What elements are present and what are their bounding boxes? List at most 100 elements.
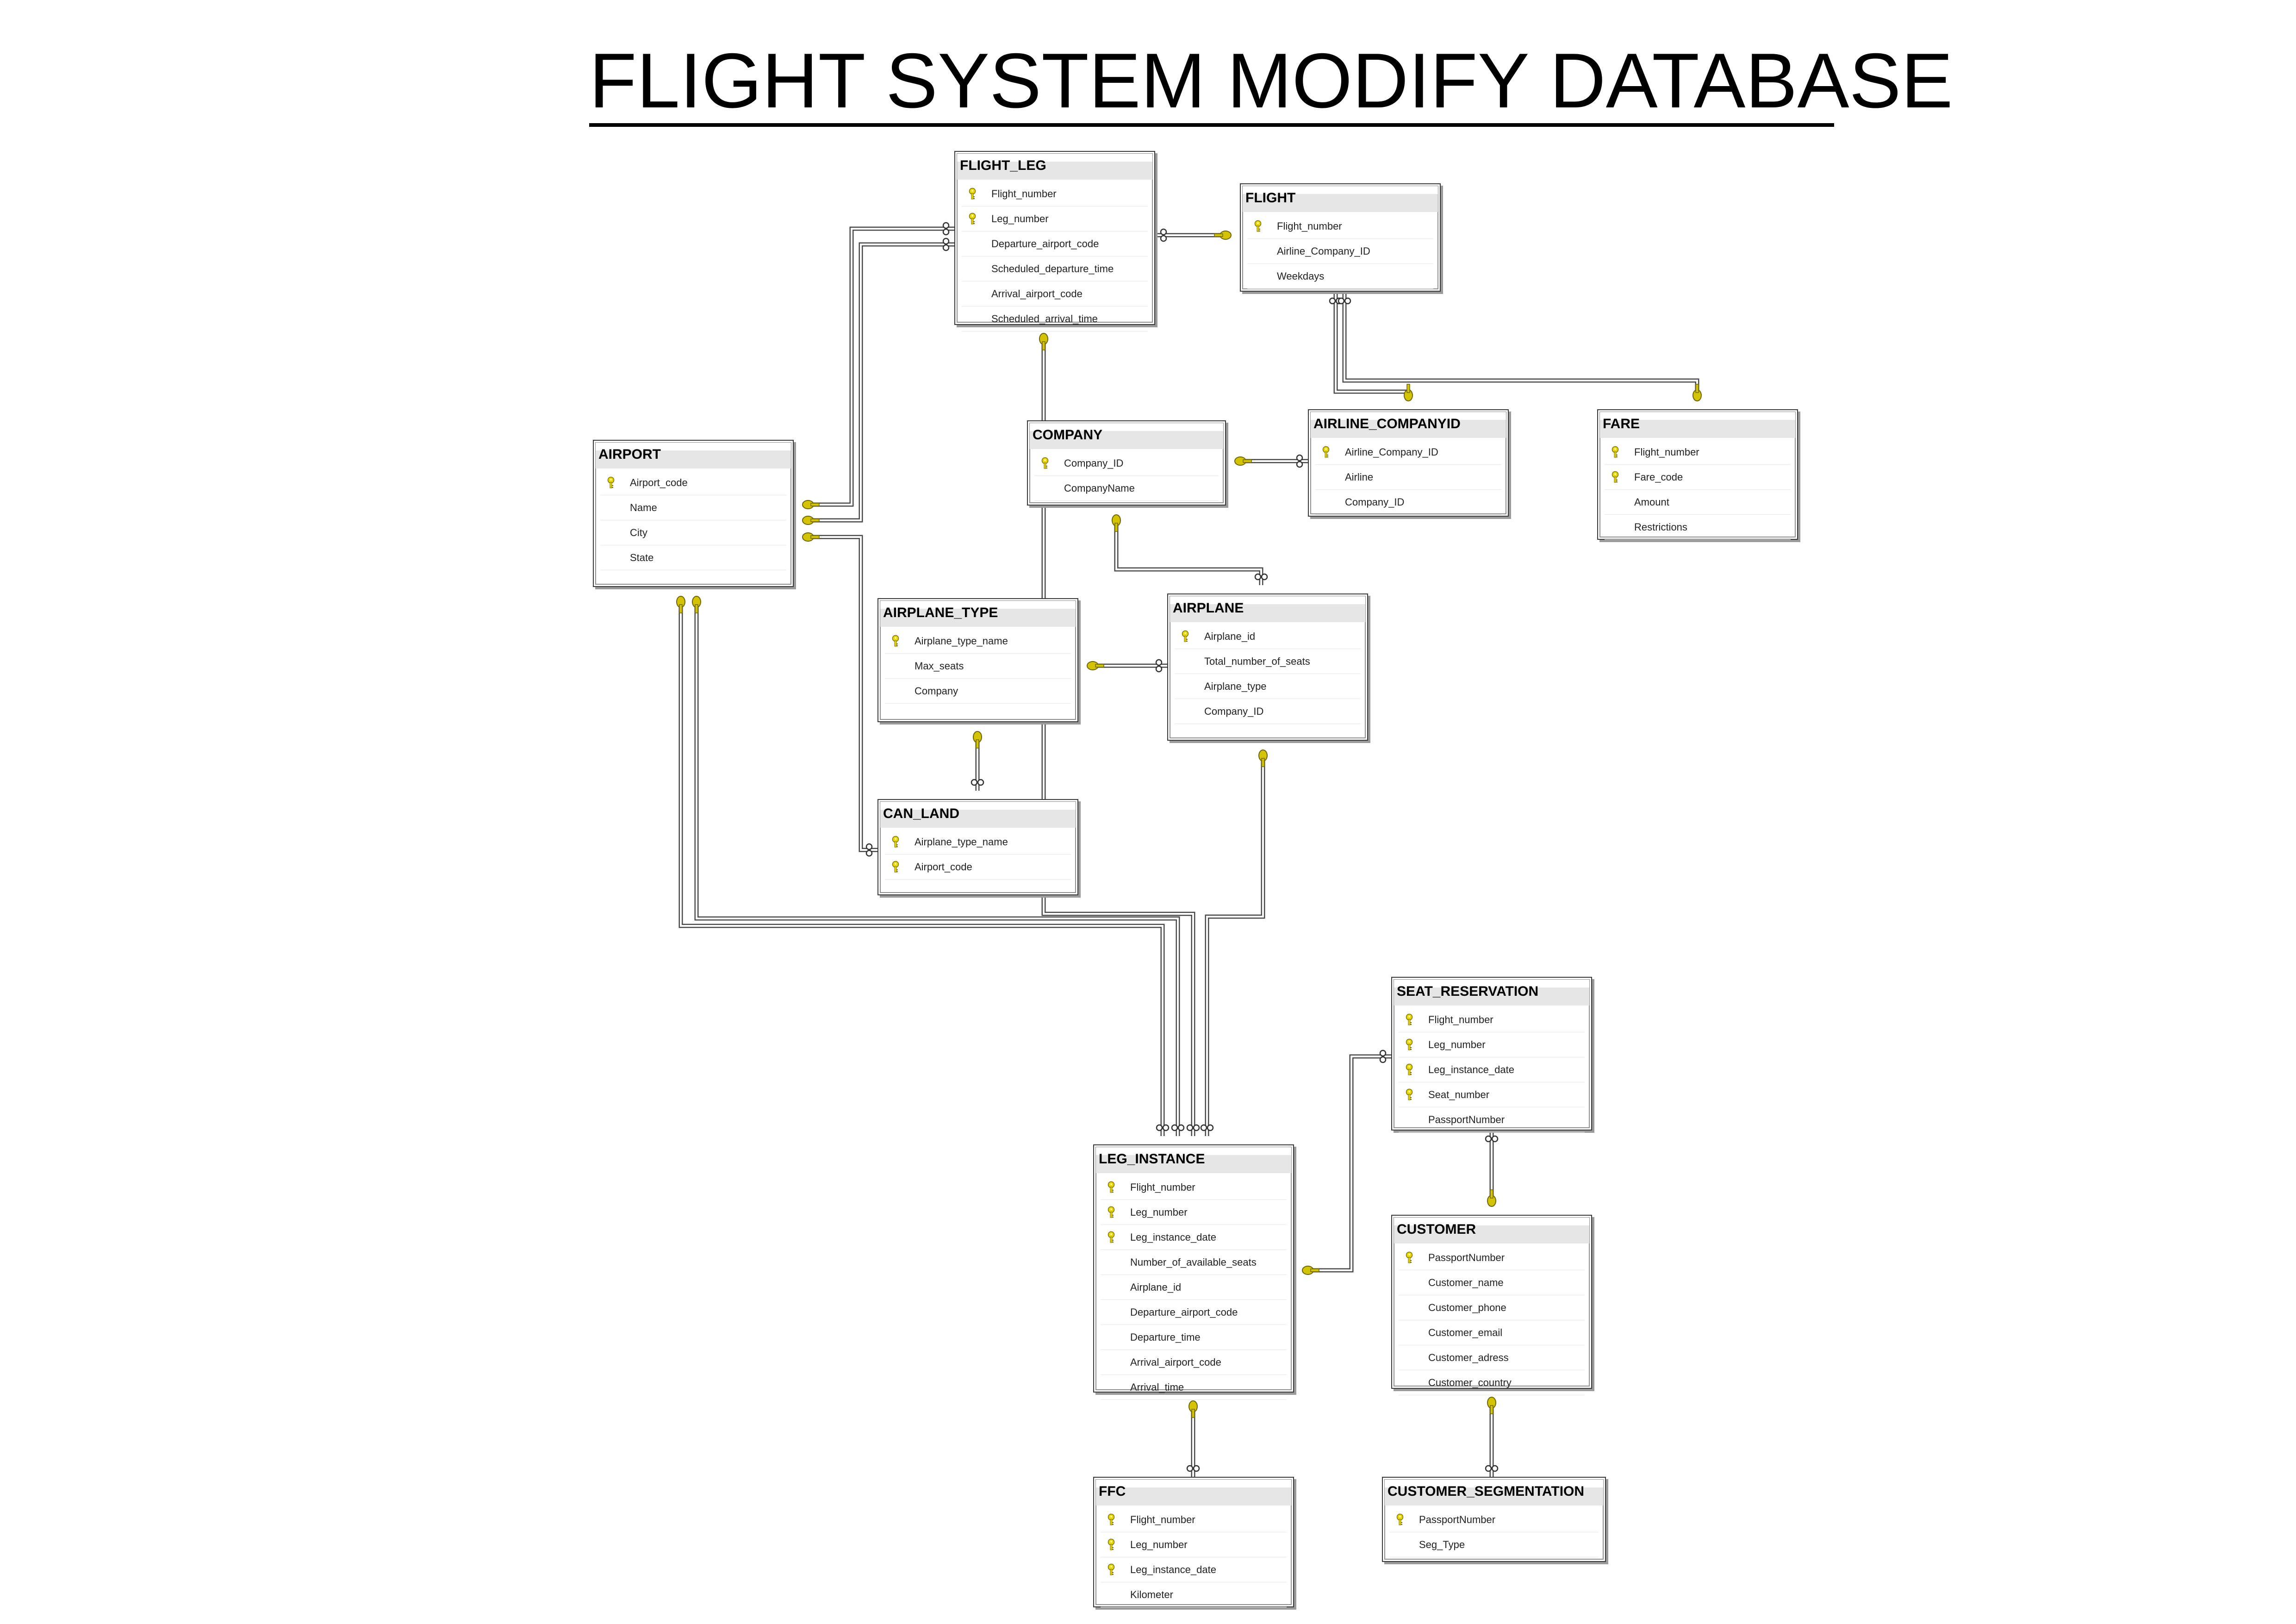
- column-row[interactable]: Arrival_time: [1101, 1375, 1287, 1400]
- column-row[interactable]: Airport_code: [600, 470, 786, 495]
- column-row[interactable]: Company_ID: [1175, 699, 1361, 724]
- column-row[interactable]: City: [600, 520, 786, 545]
- column-row[interactable]: Customer_email: [1399, 1320, 1585, 1345]
- column-row[interactable]: Customer_name: [1399, 1270, 1585, 1295]
- column-row[interactable]: Airport_code: [885, 855, 1071, 880]
- column-row[interactable]: Customer_adress: [1399, 1345, 1585, 1370]
- column-row[interactable]: PassportNumber: [1389, 1507, 1599, 1532]
- column-row[interactable]: Airplane_type: [1175, 674, 1361, 699]
- column-name: Weekdays: [1277, 270, 1325, 282]
- column-row[interactable]: Flight_number: [1399, 1007, 1585, 1032]
- column-row[interactable]: Leg_instance_date: [1399, 1057, 1585, 1082]
- column-row[interactable]: Leg_instance_date: [1101, 1225, 1287, 1250]
- column-row[interactable]: Arrival_airport_code: [962, 281, 1148, 306]
- column-row[interactable]: Name: [600, 495, 786, 520]
- column-row[interactable]: Flight_number: [1101, 1507, 1287, 1532]
- many-cardinality-icon: [1200, 1124, 1207, 1131]
- column-row[interactable]: Company_ID: [1034, 451, 1219, 476]
- column-row[interactable]: PassportNumber: [1399, 1107, 1585, 1132]
- column-row[interactable]: Airline_Company_ID: [1247, 239, 1433, 264]
- column-row[interactable]: Weekdays: [1247, 264, 1433, 289]
- column-icon-slot: [1034, 476, 1056, 500]
- relationship-fare-flight[interactable]: [1342, 293, 1699, 401]
- column-row[interactable]: State: [600, 545, 786, 570]
- column-row[interactable]: Departure_airport_code: [1101, 1300, 1287, 1325]
- column-row[interactable]: Scheduled_departure_time: [962, 256, 1148, 281]
- column-row[interactable]: Airplane_type_name: [885, 830, 1071, 855]
- column-icon-slot: [1399, 1296, 1420, 1320]
- column-name: Arrival_airport_code: [1130, 1356, 1221, 1368]
- column-name: Airplane_type_name: [915, 836, 1008, 848]
- column-icon-slot: [1101, 1300, 1122, 1324]
- column-row[interactable]: Arrival_airport_code: [1101, 1350, 1287, 1375]
- column-row[interactable]: Flight_number: [1101, 1175, 1287, 1200]
- relationship-leg_instance-airplane[interactable]: [1205, 750, 1265, 1136]
- column-icon-slot: [1175, 700, 1196, 724]
- relationship-flight-airline_companyid[interactable]: [1333, 293, 1411, 401]
- column-row[interactable]: Flight_number: [1605, 440, 1791, 465]
- column-row[interactable]: Leg_number: [1101, 1200, 1287, 1225]
- column-row[interactable]: Company_ID: [1315, 490, 1501, 515]
- relationship-flight_leg-airport-departure[interactable]: [803, 226, 954, 507]
- column-row[interactable]: Airplane_type_name: [885, 629, 1071, 654]
- column-row[interactable]: PassportNumber: [1399, 1245, 1585, 1270]
- column-row[interactable]: Seg_Type: [1389, 1532, 1599, 1557]
- column-row[interactable]: Amount: [1605, 490, 1791, 515]
- column-icon-slot: [1399, 1108, 1420, 1132]
- column-row[interactable]: Airline: [1315, 465, 1501, 490]
- column-row[interactable]: Flight_number: [962, 181, 1148, 206]
- column-row[interactable]: Total_number_of_seats: [1175, 649, 1361, 674]
- relationship-seat_reservation-leg_instance[interactable]: [1302, 1054, 1391, 1273]
- one-cardinality-key-icon: [1234, 456, 1252, 466]
- relationship-can_land-airport[interactable]: [803, 535, 877, 852]
- table-title: CAN_LAND: [880, 802, 1076, 828]
- relationship-airplane-company[interactable]: [1114, 515, 1263, 585]
- column-name: Leg_instance_date: [1130, 1231, 1216, 1243]
- column-row[interactable]: Customer_phone: [1399, 1295, 1585, 1320]
- column-row[interactable]: Restrictions: [1605, 515, 1791, 540]
- column-row[interactable]: Airplane_id: [1175, 624, 1361, 649]
- column-row[interactable]: Max_seats: [885, 654, 1071, 679]
- one-cardinality-key-icon: [802, 532, 820, 542]
- column-row[interactable]: Leg_instance_date: [1101, 1557, 1287, 1582]
- column-row[interactable]: Leg_number: [1101, 1532, 1287, 1557]
- column-row[interactable]: Fare_code: [1605, 465, 1791, 490]
- column-icon-slot: [1101, 1275, 1122, 1299]
- column-name: Leg_instance_date: [1428, 1064, 1514, 1075]
- column-row[interactable]: Leg_number: [962, 206, 1148, 231]
- column-row[interactable]: Company: [885, 679, 1071, 704]
- column-name: Fare_code: [1634, 471, 1683, 483]
- column-row[interactable]: Departure_airport_code: [962, 231, 1148, 256]
- column-row[interactable]: Airplane_id: [1101, 1275, 1287, 1300]
- column-row[interactable]: Scheduled_arrival_time: [962, 306, 1148, 331]
- column-name: Flight_number: [1634, 446, 1699, 458]
- column-row[interactable]: Flight_number: [1247, 214, 1433, 239]
- column-row[interactable]: Departure_time: [1101, 1325, 1287, 1350]
- column-row[interactable]: Customer_country: [1399, 1370, 1585, 1395]
- one-cardinality-key-icon: [692, 596, 701, 613]
- column-row[interactable]: Number_of_available_seats: [1101, 1250, 1287, 1275]
- column-row[interactable]: Seat_number: [1399, 1082, 1585, 1107]
- column-name: PassportNumber: [1419, 1514, 1496, 1525]
- column-row[interactable]: Airline_Company_ID: [1315, 440, 1501, 465]
- many-cardinality-icon: [942, 228, 950, 236]
- column-row[interactable]: CompanyName: [1034, 476, 1219, 501]
- column-row[interactable]: Kilometer: [1101, 1582, 1287, 1607]
- relationship-flight_leg-airport-arrival[interactable]: [803, 242, 954, 523]
- column-name: Customer_email: [1428, 1327, 1503, 1338]
- column-row[interactable]: Leg_number: [1399, 1032, 1585, 1057]
